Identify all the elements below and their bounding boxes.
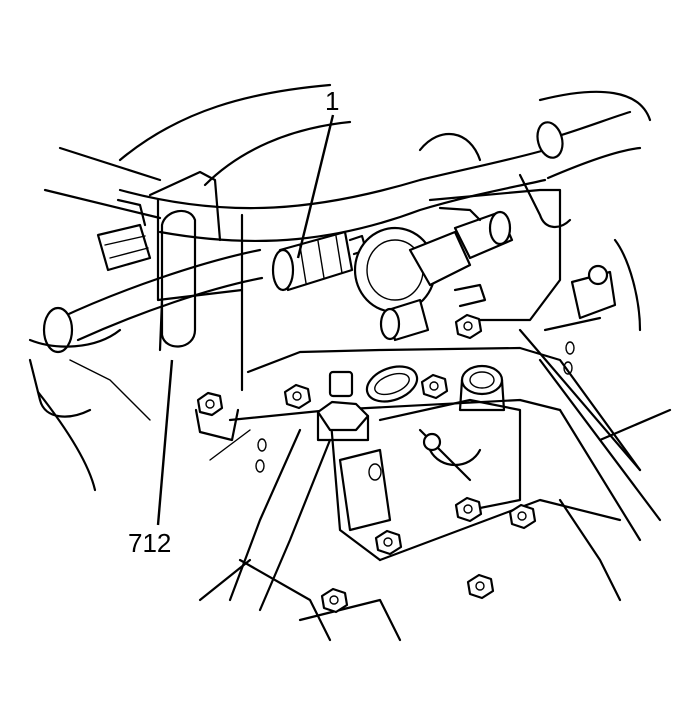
stud-nut xyxy=(316,370,370,442)
callout-leaders xyxy=(156,114,335,526)
bolt xyxy=(466,573,495,600)
bolt xyxy=(320,587,349,614)
callout-label-1: 1 xyxy=(325,86,339,116)
bolt xyxy=(454,496,483,523)
leader-line-1 xyxy=(296,114,335,259)
bolt xyxy=(508,503,537,530)
upper-hose xyxy=(118,90,652,243)
bolt xyxy=(454,313,483,340)
bolt xyxy=(420,373,449,400)
leader-line-712 xyxy=(156,359,174,526)
right-bracket xyxy=(518,238,672,542)
lower-hose xyxy=(28,248,264,418)
clip-712 xyxy=(148,170,244,392)
left-connector xyxy=(96,198,152,272)
bolts xyxy=(194,313,537,614)
bolt xyxy=(374,529,403,556)
callout-label-712: 712 xyxy=(128,528,171,558)
engine-mount-bracket xyxy=(198,346,642,642)
valve-assembly xyxy=(353,188,562,342)
bolt xyxy=(283,383,312,410)
background-panel xyxy=(36,83,352,492)
bolt xyxy=(194,391,240,442)
oval-port xyxy=(365,365,419,403)
round-port xyxy=(458,364,506,412)
sensor-connector-1 xyxy=(271,230,368,292)
